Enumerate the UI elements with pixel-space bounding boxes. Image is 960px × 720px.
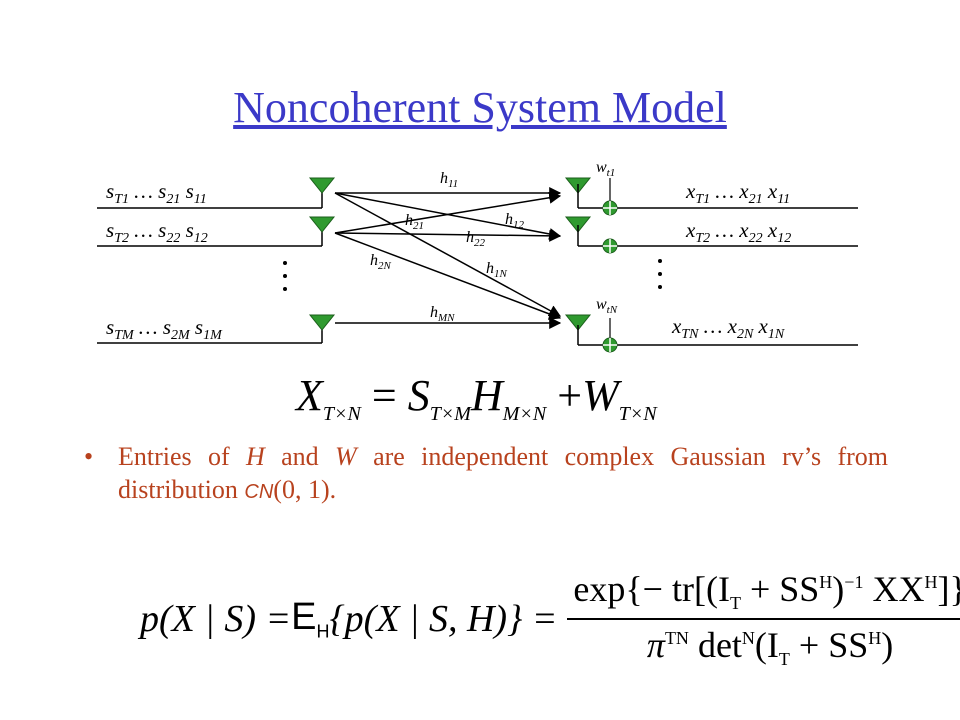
channel-arrow-h22 xyxy=(334,229,562,242)
channel-arrow-h21 xyxy=(334,191,562,234)
expectation-operator: EH xyxy=(291,595,330,642)
fraction-denominator: πTN detN(IT + SSH) xyxy=(646,625,894,670)
ellipsis-dot xyxy=(658,272,662,276)
input-label-1: sT1 … s21 s11 xyxy=(106,179,207,207)
rx-antenna-icon-2 xyxy=(564,216,592,233)
likelihood-fraction: exp{− tr[(IT + SSH)−1 XXH]} πTN detN(IT … xyxy=(567,568,960,670)
rx-antenna-icon-N xyxy=(564,314,592,331)
input-label-M: sTM … s2M s1M xyxy=(106,315,223,343)
adder-icon-2 xyxy=(602,238,618,254)
channel-label-h11: h11 xyxy=(440,170,458,190)
noise-label-wtN: wtN xyxy=(596,296,618,316)
channel-arrow-h2N xyxy=(334,232,562,320)
tx-antenna-icon-M xyxy=(308,314,336,331)
channel-arrow-h1N xyxy=(334,192,562,317)
channel-label-hMN: hMN xyxy=(430,304,455,324)
bullet-marker: • xyxy=(84,442,94,471)
channel-label-h2N: h2N xyxy=(370,252,392,272)
ellipsis-dot xyxy=(658,285,662,289)
tx-antenna-icon-1 xyxy=(308,177,336,194)
system-diagram: sT1 … s21 s11 sT2 … s22 s12 sTM … s2M s1… xyxy=(97,159,858,353)
likelihood-mid: {p(X | S, H)} = xyxy=(329,598,558,641)
output-label-2: xT2 … x22 x12 xyxy=(685,218,791,246)
adder-icon-1 xyxy=(602,200,618,216)
ellipsis-dot xyxy=(283,274,287,278)
channel-label-h21: h21 xyxy=(405,212,424,232)
model-equation: XT×N = ST×MHM×N +WT×N xyxy=(296,371,657,425)
ellipsis-dot xyxy=(283,287,287,291)
page-title: Noncoherent System Model xyxy=(233,83,727,132)
likelihood-lhs: p(X | S) = xyxy=(140,598,292,641)
fraction-numerator: exp{− tr[(IT + SSH)−1 XXH]} xyxy=(567,568,960,621)
output-label-N: xTN … x2N x1N xyxy=(671,314,785,342)
ellipsis-dot xyxy=(658,259,662,263)
output-label-1: xT1 … x21 x11 xyxy=(685,179,790,207)
channel-label-h12: h12 xyxy=(505,211,525,231)
ellipsis-dot xyxy=(283,261,287,265)
likelihood-equation: p(X | S) = EH {p(X | S, H)} = exp{− tr[(… xyxy=(140,568,960,670)
tx-antenna-icon-2 xyxy=(308,216,336,233)
channel-label-h1N: h1N xyxy=(486,260,508,280)
adder-icon-N xyxy=(602,337,618,353)
channel-label-h22: h22 xyxy=(466,229,486,249)
noise-label-wt1: wt1 xyxy=(596,159,615,179)
bullet-text: Entries of H and W are independent compl… xyxy=(118,442,888,504)
input-label-2: sT2 … s22 s12 xyxy=(106,218,208,246)
